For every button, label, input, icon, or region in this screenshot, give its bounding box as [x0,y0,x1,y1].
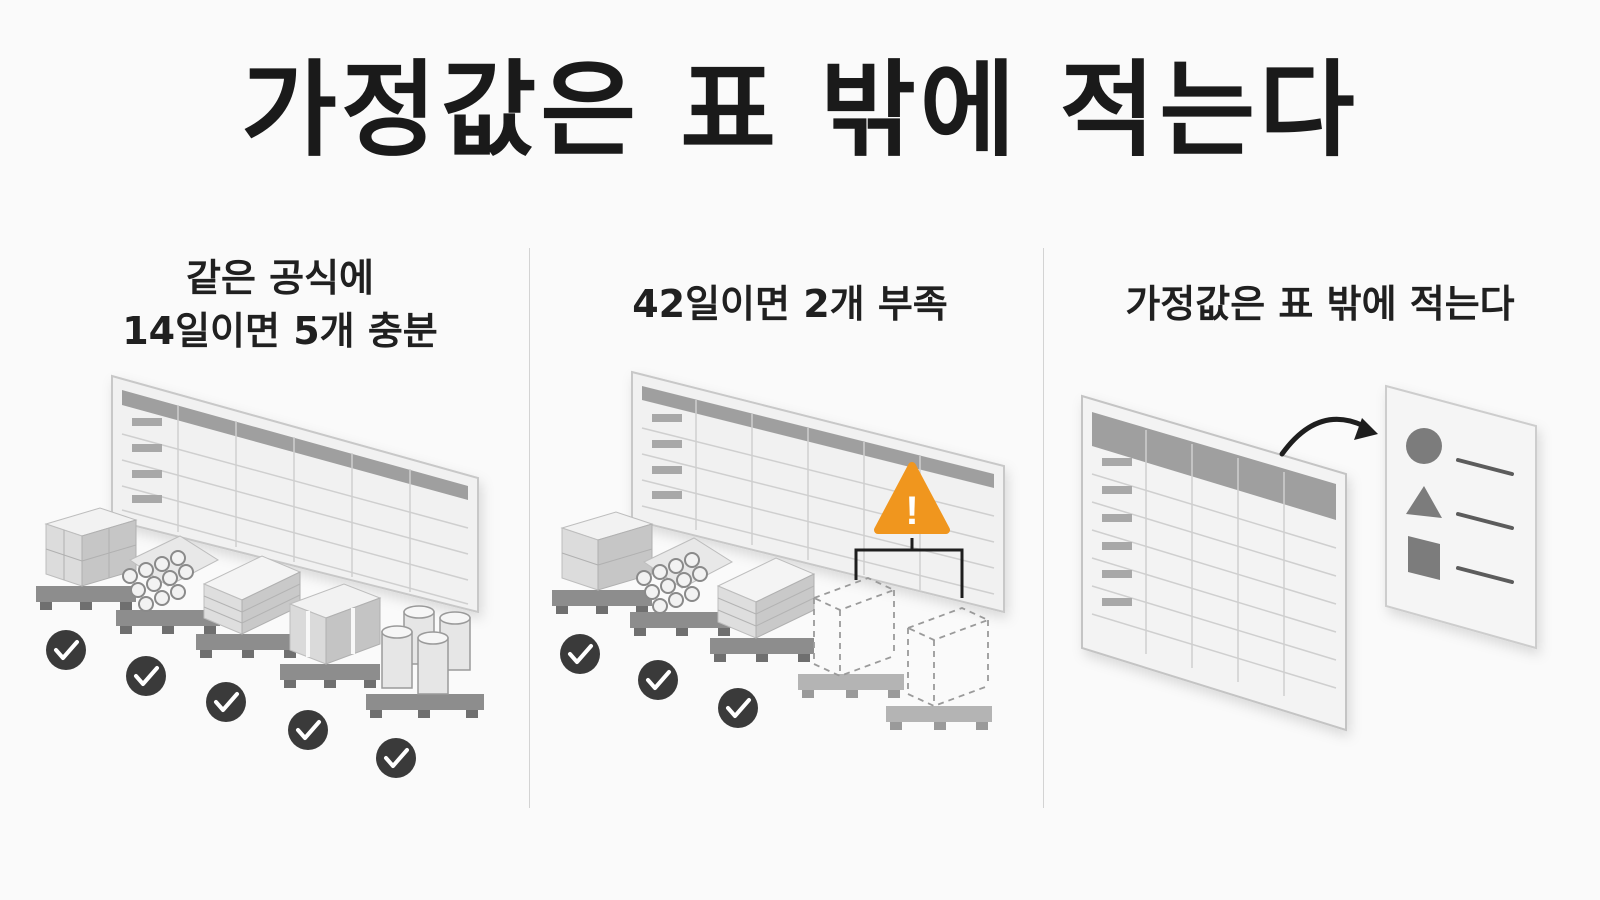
check-circle-icon [288,710,328,750]
panel-1-caption: 같은 공식에 14일이면 5개 충분 [60,252,500,358]
panel-1-caption-line-2: 14일이면 5개 충분 [122,309,438,354]
warning-triangle-icon: ! [874,462,950,534]
pallet-pipes [116,535,220,634]
square-shape-icon [1408,536,1514,584]
pallet-pipes [630,537,734,636]
pallet-slabs [710,557,816,662]
check-circle-icon [206,682,246,722]
pallet-boxes [36,507,138,610]
empty-pallet [798,577,904,698]
panel-2-caption-line-1: 42일이면 2개 부족 [632,282,948,326]
pallet-boxes [552,511,654,614]
triangle-shape-icon [1406,486,1514,530]
shortage-bracket [854,538,964,598]
panel-divider-1 [529,248,530,808]
empty-pallet [886,607,992,730]
main-title: 가정값은 표 밖에 적는다 [241,49,1359,171]
panel-3-caption-line-1: 가정값은 표 밖에 적는다 [1125,282,1515,326]
check-circle-icon [46,630,86,670]
pallet-strapped-boxes [280,583,382,688]
pallet-barrels [366,605,484,718]
check-circle-icon [718,688,758,728]
panel-divider-2 [1043,248,1044,808]
panel-3-spreadsheet [1081,394,1347,732]
panel-2-caption: 42일이면 2개 부족 [560,278,1020,331]
panel-3-caption: 가정값은 표 밖에 적는다 [1060,278,1580,331]
check-circle-icon [638,660,678,700]
check-circle-icon [126,656,166,696]
check-circle-icon [376,738,416,778]
curved-arrow-icon [1279,416,1378,457]
warning-symbol: ! [905,489,918,533]
panel-1-spreadsheet [111,374,479,614]
assumption-card [1385,384,1537,650]
check-circle-icon [560,634,600,674]
pallet-slabs [196,555,302,658]
panel-2-spreadsheet [631,370,1005,614]
panel-1-caption-line-1: 같은 공식에 [185,256,375,300]
circle-shape-icon [1406,428,1514,476]
